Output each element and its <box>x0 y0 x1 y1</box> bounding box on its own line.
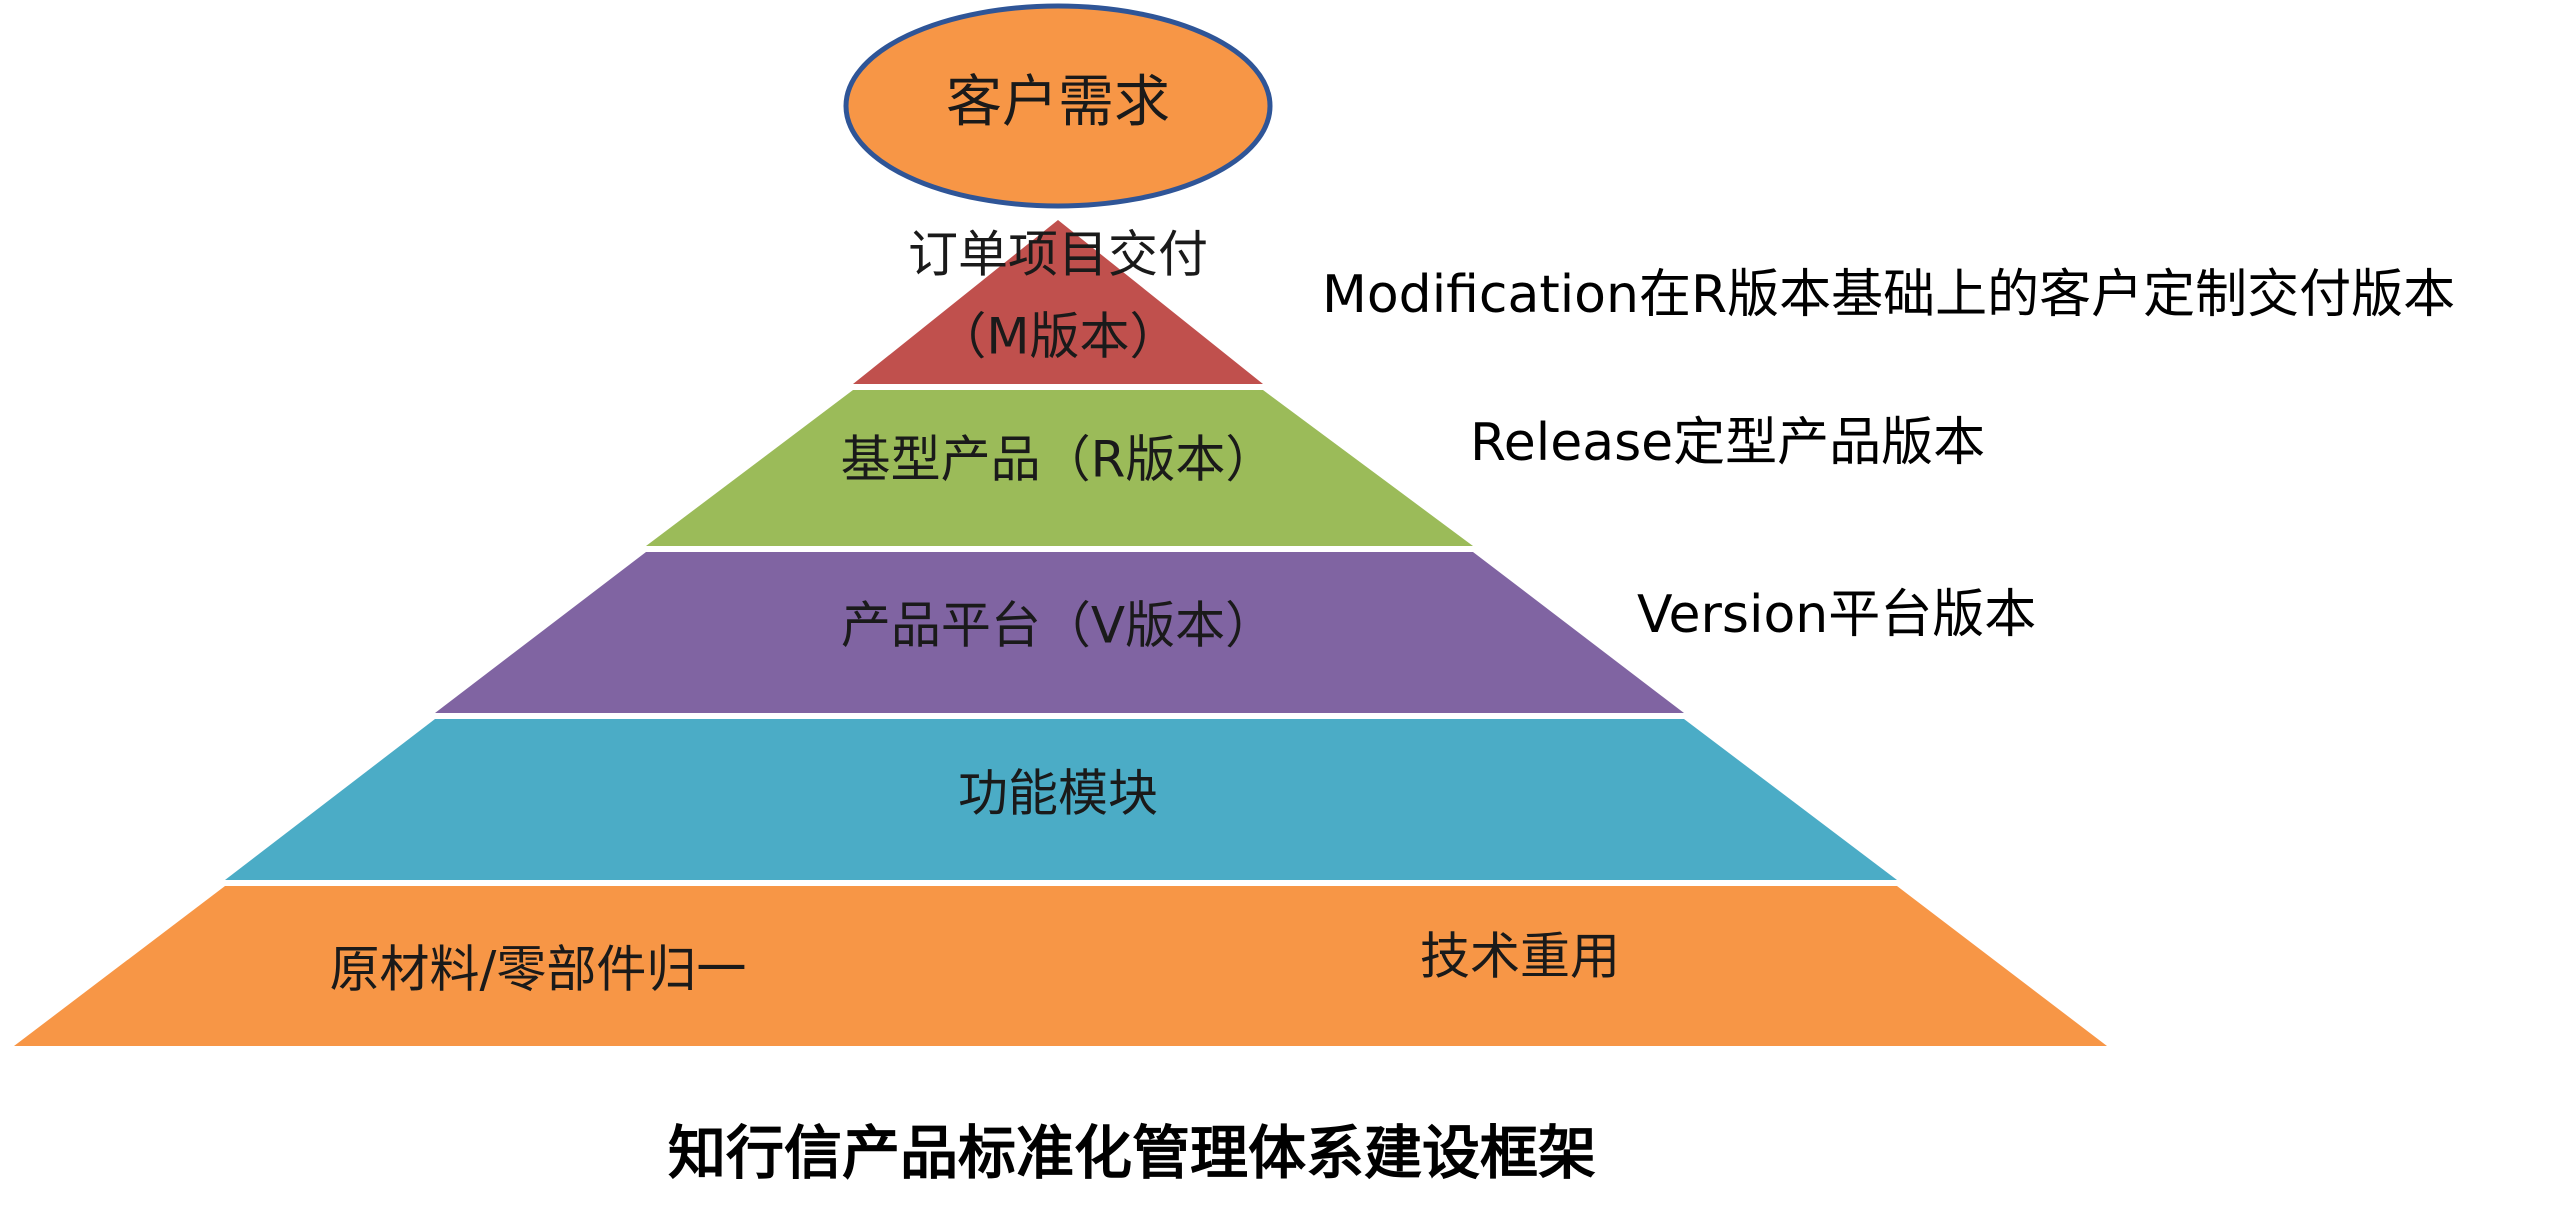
level-module-shape <box>225 719 1897 880</box>
diagram-title: 知行信产品标准化管理体系建设框架 <box>668 1119 1596 1187</box>
level-m-line-1: 订单项目交付 <box>908 226 1208 284</box>
base-left-label: 原材料/零部件归一 <box>330 941 747 999</box>
level-m-line-2: （M版本） <box>936 308 1179 366</box>
customer-demand-label: 客户需求 <box>946 70 1170 135</box>
side-label-r: Release定型产品版本 <box>1470 413 1985 473</box>
level-m-shape <box>853 220 1263 384</box>
base-right-label: 技术重用 <box>1420 928 1620 986</box>
level-base-shape <box>14 886 2107 1046</box>
customer-demand-ellipse <box>843 3 1273 209</box>
level-v-label: 产品平台（V版本） <box>841 597 1275 655</box>
side-label-v: Version平台版本 <box>1637 585 2036 645</box>
level-r-shape <box>646 390 1473 546</box>
level-module-label: 功能模块 <box>958 765 1158 823</box>
side-label-m: Modification在R版本基础上的客户定制交付版本 <box>1322 265 2455 325</box>
level-v-shape <box>435 552 1684 713</box>
level-r-label: 基型产品（R版本） <box>841 431 1276 489</box>
